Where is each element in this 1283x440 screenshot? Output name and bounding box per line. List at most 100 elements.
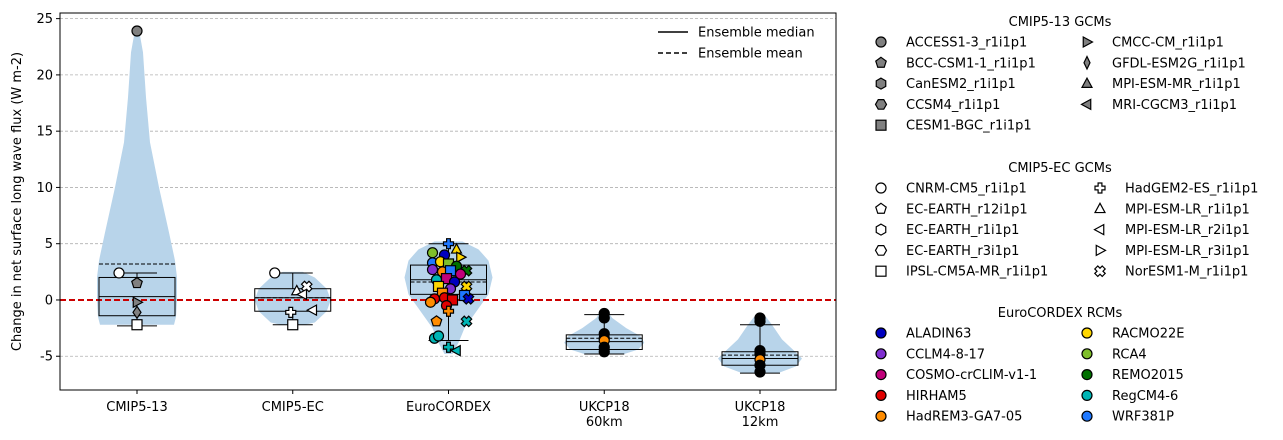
- legend-marker-MRI-CGCM3_r1i1p1: [1080, 98, 1092, 111]
- legend-label: RCA4: [1112, 347, 1147, 362]
- legend-marker-IPSL-CM5A-MR_r1i1p1: [875, 265, 887, 277]
- legend-label: WRF381P: [1112, 410, 1174, 425]
- legend-label: RACMO22E: [1112, 327, 1184, 342]
- legend-marker-COSMO-crCLIM-v1-1: [875, 369, 887, 381]
- point-HadREM3-GA7-05: [430, 315, 443, 327]
- legend-label: HadGEM2-ES_r1i1p1: [1125, 182, 1258, 197]
- point-RCA4: [426, 247, 439, 259]
- point-BCC-CSM1-1_r1i1p1: [131, 276, 143, 289]
- legend-marker-MPI-ESM-LR_r3i1p1: [1095, 244, 1107, 257]
- x-tick-label: 60km: [586, 415, 623, 430]
- legend-marker-NorESM1-M_r1i1p1: [1093, 265, 1107, 278]
- legend-marker-HIRHAM5: [875, 389, 887, 401]
- point-RACMO22E: [456, 251, 468, 264]
- legend-marker-WRF381P: [1081, 410, 1093, 422]
- legend-marker-ALADIN63: [875, 327, 887, 339]
- point-RegCM4-6: [449, 344, 461, 357]
- point-UKCP18 12km: [754, 366, 766, 378]
- y-tick-label: 25: [36, 12, 53, 27]
- point-HadREM3-GA7-05: [424, 296, 437, 308]
- legend-label: NorESM1-M_r1i1p1: [1125, 265, 1248, 280]
- y-tick-label: -5: [40, 350, 53, 365]
- x-tick-label: CMIP5-13: [106, 400, 167, 415]
- legend-label: MRI-CGCM3_r1i1p1: [1112, 98, 1237, 113]
- point-IPSL-CM5A-MR_r1i1p1: [131, 319, 143, 331]
- legend-marker-CCSM4_r1i1p1: [874, 99, 888, 110]
- legend-label: REMO2015: [1112, 368, 1184, 383]
- point-RegCM4-6-shape: [460, 315, 473, 328]
- point-MPI-ESM-LR_r2i1p1: [305, 304, 318, 317]
- legend-marker-EC-EARTH_r12i1p1: [875, 202, 887, 214]
- point-HadGEM2-ES_r1i1p1: [285, 306, 297, 318]
- x-tick-label: UKCP18: [735, 400, 786, 415]
- legend-label: BCC-CSM1-1_r1i1p1: [906, 56, 1036, 71]
- legend-marker-RegCM4-6: [1081, 389, 1093, 401]
- legend-label: ALADIN63: [906, 327, 971, 342]
- legend-label: IPSL-CM5A-MR_r1i1p1: [906, 265, 1048, 280]
- x-tick-label: UKCP18: [579, 400, 630, 415]
- point-HIRHAM5: [446, 294, 459, 306]
- legend-marker-EC-EARTH_r3i1p1: [874, 245, 888, 256]
- point-GFDL-ESM2G_r1i1p1: [132, 305, 142, 320]
- legend-section-title: CMIP5-13 GCMs: [1009, 15, 1112, 30]
- marker-legend: CMIP5-13 GCMsACCESS1-3_r1i1p1BCC-CSM1-1_…: [874, 15, 1258, 425]
- legend-label: EC-EARTH_r12i1p1: [906, 202, 1028, 217]
- legend-label: CCLM4-8-17: [906, 347, 985, 362]
- point-ALADIN63-shape: [462, 292, 475, 305]
- point-IPSL-CM5A-MR_r1i1p1: [287, 319, 299, 331]
- legend-section-title: CMIP5-EC GCMs: [1008, 161, 1112, 176]
- legend-marker-CMCC-CM_r1i1p1: [1082, 35, 1094, 49]
- legend-marker-CNRM-CM5_r1i1p1: [875, 182, 887, 194]
- y-tick-label: 5: [45, 237, 53, 252]
- legend-marker-RCA4: [1081, 348, 1093, 360]
- point-RegCM4-6: [432, 330, 445, 342]
- legend-label: EC-EARTH_r3i1p1: [906, 244, 1019, 259]
- legend-label: MPI-ESM-MR_r1i1p1: [1112, 77, 1241, 92]
- legend-marker-RACMO22E: [1081, 327, 1093, 339]
- legend-marker-MPI-ESM-LR_r1i1p1: [1093, 202, 1107, 214]
- legend-marker-GFDL-ESM2G_r1i1p1: [1083, 55, 1091, 71]
- grid-lines: [60, 18, 836, 357]
- point-MPI-ESM-LR_r2i1p1: [295, 288, 308, 301]
- legend-label: GFDL-ESM2G_r1i1p1: [1112, 56, 1246, 71]
- point-CNRM-CM5_r1i1p1: [269, 267, 281, 279]
- violin-0: [97, 29, 177, 325]
- legend-label: RegCM4-6: [1112, 389, 1178, 404]
- point-ALADIN63: [462, 292, 475, 305]
- legend-label: COSMO-crCLIM-v1-1: [906, 368, 1037, 383]
- point-HadREM3-GA7-05: [442, 305, 455, 317]
- y-tick-label: 0: [45, 293, 53, 308]
- legend-label: CESM1-BGC_r1i1p1: [906, 119, 1032, 134]
- y-tick-label: 10: [36, 181, 53, 196]
- legend-marker-HadGEM2-ES_r1i1p1: [1094, 182, 1106, 194]
- legend-label: EC-EARTH_r1i1p1: [906, 223, 1019, 238]
- point-CCLM4-8-17: [426, 263, 439, 276]
- point-RegCM4-6: [442, 341, 455, 353]
- legend-line-label: Ensemble median: [698, 26, 815, 41]
- point-CNRM-CM5_r1i1p1: [113, 267, 125, 279]
- legend-marker-BCC-CSM1-1_r1i1p1: [875, 56, 887, 68]
- legend-label: ACCESS1-3_r1i1p1: [906, 36, 1027, 51]
- legend-label: MPI-ESM-LR_r3i1p1: [1125, 244, 1250, 259]
- x-tick-label: 12km: [742, 415, 779, 430]
- point-UKCP18 60km: [598, 312, 610, 324]
- x-tick-label: EuroCORDEX: [406, 400, 491, 415]
- legend-marker-EC-EARTH_r1i1p1: [875, 223, 887, 236]
- y-tick-label: 15: [36, 125, 53, 140]
- point-UKCP18 60km: [598, 346, 610, 358]
- x-tick-label: CMIP5-EC: [262, 400, 324, 415]
- point-WRF381P: [442, 238, 455, 250]
- legend-marker-MPI-ESM-MR_r1i1p1: [1080, 76, 1094, 88]
- legend-line-label: Ensemble mean: [698, 47, 803, 62]
- y-tick-label: 20: [36, 68, 53, 83]
- legend-marker-CCLM4-8-17: [875, 348, 887, 360]
- legend-label: MPI-ESM-LR_r2i1p1: [1125, 223, 1250, 238]
- point-RegCM4-6: [460, 315, 473, 328]
- violins: [97, 29, 802, 374]
- legend-marker-MPI-ESM-LR_r2i1p1: [1093, 223, 1105, 236]
- y-axis-label: Change in net surface long wave flux (W …: [10, 52, 25, 351]
- point-CMCC-CM_r1i1p1: [132, 296, 144, 309]
- point-COSMO-crCLIM-v1-1: [454, 268, 467, 280]
